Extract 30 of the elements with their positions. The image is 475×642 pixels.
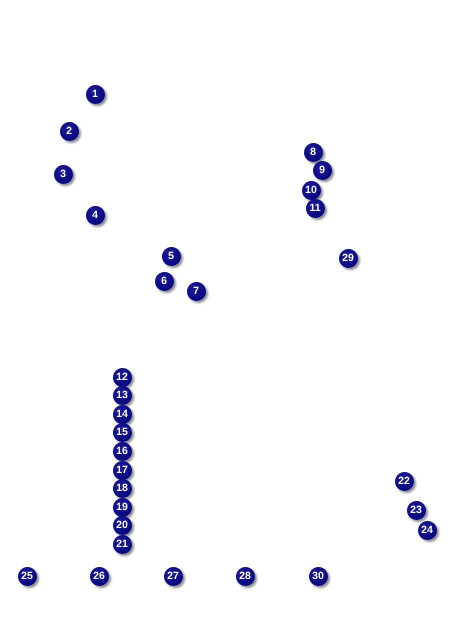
callout-number: 25 xyxy=(18,566,36,586)
callout-number: 20 xyxy=(112,516,132,536)
callout-number: 15 xyxy=(112,423,132,442)
callout-number: 12 xyxy=(112,368,132,386)
callout-number: 6 xyxy=(154,272,174,290)
callout-number: 10 xyxy=(302,180,320,200)
callout-number: 21 xyxy=(112,534,132,554)
callout-number: 27 xyxy=(164,566,182,586)
callout-number: 7 xyxy=(186,282,206,300)
callout-number: 8 xyxy=(304,142,322,162)
callout-number: 18 xyxy=(112,479,132,498)
callout-number: 1 xyxy=(86,84,104,104)
callout-number: 19 xyxy=(112,498,132,517)
callout-number: 30 xyxy=(308,566,328,586)
callout-number: 26 xyxy=(90,566,108,586)
callout-number: 5 xyxy=(162,246,180,266)
callout-number: 16 xyxy=(112,442,132,461)
callout-number: 29 xyxy=(338,248,358,268)
callout-number: 2 xyxy=(60,122,78,140)
callout-number: 11 xyxy=(306,198,324,218)
callout-number: 3 xyxy=(54,164,72,184)
callout-number: 13 xyxy=(112,386,132,406)
callout-number: 23 xyxy=(406,500,426,520)
callout-number: 14 xyxy=(112,404,132,424)
callout-number: 17 xyxy=(112,460,132,480)
callout-number: 4 xyxy=(86,206,104,224)
callout-number: 9 xyxy=(312,160,332,180)
callout-number: 24 xyxy=(418,520,436,540)
callout-number: 22 xyxy=(394,472,414,490)
callout-number: 28 xyxy=(236,566,254,586)
